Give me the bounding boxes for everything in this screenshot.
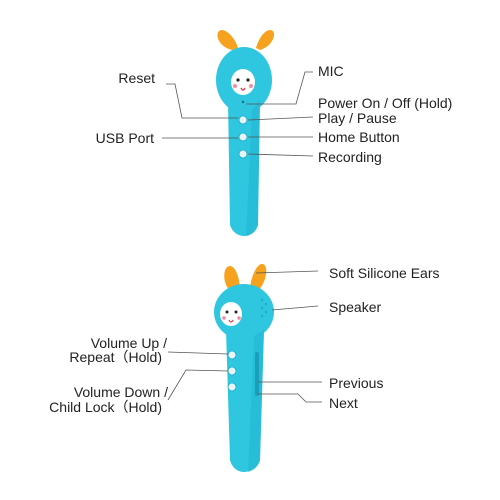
speaker-grille <box>261 299 267 317</box>
cheek-icon <box>237 316 241 320</box>
pen-body-shadow <box>246 100 260 236</box>
bottom-pen <box>167 264 322 472</box>
label-volume-up-line2: Repeat（Hold) <box>69 349 162 365</box>
recording-button[interactable] <box>238 149 248 159</box>
previous-next-rocker[interactable] <box>255 352 259 396</box>
label-mic: MIC <box>318 63 344 79</box>
pen-face <box>231 69 255 95</box>
pen-head <box>214 284 274 340</box>
home-button[interactable] <box>238 132 248 142</box>
mouth-icon <box>240 87 246 91</box>
eye-icon <box>246 78 250 82</box>
label-volume-down-line1: Volume Down / <box>73 384 168 400</box>
eye-icon <box>234 310 238 314</box>
label-usb-port: USB Port <box>95 130 154 146</box>
cheek-icon <box>233 84 237 88</box>
pen-body <box>226 330 264 472</box>
pen-body-shadow <box>248 330 264 472</box>
right-ear-icon <box>250 264 267 292</box>
label-volume-up-line1: Volume Up / <box>90 335 167 351</box>
cheek-icon <box>222 316 226 320</box>
left-ear-icon <box>217 30 238 50</box>
label-power: Power On / Off (Hold) <box>318 95 453 111</box>
volume-up-button[interactable] <box>227 350 237 360</box>
label-reset: Reset <box>118 70 155 86</box>
label-next: Next <box>329 395 358 411</box>
mic-hole <box>241 100 245 104</box>
mouth-icon <box>228 319 234 323</box>
pen-face <box>220 302 242 326</box>
label-home-button: Home Button <box>318 129 400 145</box>
side-button[interactable] <box>227 382 237 392</box>
eye-icon <box>225 310 229 314</box>
eye-icon <box>236 78 240 82</box>
cheek-icon <box>249 84 253 88</box>
label-speaker: Speaker <box>329 299 382 315</box>
label-soft-silicone-ears: Soft Silicone Ears <box>329 265 440 281</box>
label-volume-down-line2: Child Lock（Hold) <box>49 399 162 415</box>
pen-body <box>228 100 260 236</box>
right-ear-icon <box>256 30 275 50</box>
play-pause-button[interactable] <box>238 115 248 125</box>
label-play-pause: Play / Pause <box>318 110 397 126</box>
label-recording: Recording <box>318 149 382 165</box>
volume-down-button[interactable] <box>227 366 237 376</box>
top-pen <box>162 30 314 236</box>
label-previous: Previous <box>329 375 384 391</box>
